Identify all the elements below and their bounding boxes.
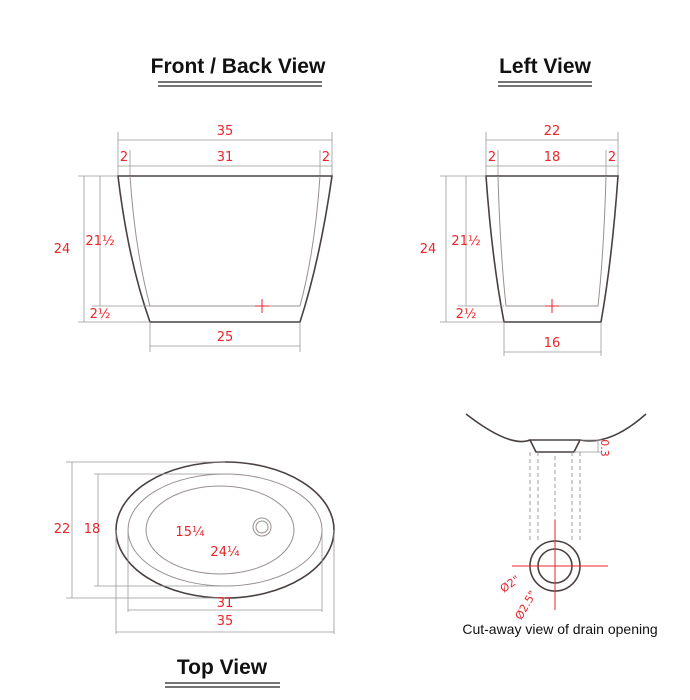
left-bottom-width-label: 16: [544, 336, 561, 351]
top-basin-depth-label: 15¼: [175, 525, 205, 540]
top-outer-rim: [115, 461, 335, 599]
top-inner-length-label: 31: [217, 596, 234, 611]
left-overall-width-label: 22: [544, 124, 561, 139]
top-view-title: Top View: [177, 656, 268, 679]
front-overall-width-label: 35: [217, 124, 234, 139]
front-tub-inner-wall: [129, 175, 321, 307]
top-outer-depth-label: 22: [54, 522, 71, 537]
front-rim-left-label: 2: [120, 150, 128, 165]
drain-bowl-left-curve: [465, 413, 531, 443]
drain-inner-dia-label: Ø2": [498, 573, 522, 596]
front-back-view-title: Front / Back View: [151, 55, 326, 78]
top-inner-depth-label: 18: [84, 522, 101, 537]
front-bottom-width-label: 25: [217, 330, 234, 345]
front-back-view: Front / Back View 35 31 2 2 24 21½ 2½: [54, 55, 333, 352]
drain-caption: Cut-away view of drain opening: [462, 621, 657, 637]
left-view-title: Left View: [499, 55, 591, 78]
top-drain-outer: [252, 517, 272, 537]
left-base-label: 2½: [456, 307, 477, 322]
front-tub-outline: [117, 175, 333, 323]
front-rim-right-label: 2: [322, 150, 330, 165]
drain-outer-dia-label: Ø2.5": [513, 588, 540, 622]
drain-bowl-right-curve: [579, 413, 647, 442]
front-inner-width-label: 31: [217, 150, 234, 165]
top-inner-rim: [127, 473, 323, 587]
left-tub-inner-wall: [497, 175, 607, 307]
left-rim-right-label: 2: [608, 150, 616, 165]
left-inner-height-label: 21½: [451, 234, 480, 249]
left-view: Left View 22 18 2 2 24 21½ 2½ 16: [420, 55, 619, 356]
left-height-label: 24: [420, 242, 437, 257]
left-inner-width-label: 18: [544, 150, 561, 165]
front-base-label: 2½: [90, 307, 111, 322]
drain-depth-label: 0.3: [598, 439, 611, 457]
left-rim-left-label: 2: [488, 150, 496, 165]
top-view: 22 18 15¼ 24¼ 31 35 Top View: [54, 461, 335, 688]
drain-cutaway-view: 0.3 Ø2" Ø2.5" Cut-away view of drain ope…: [462, 413, 658, 637]
top-basin-floor: [145, 485, 295, 575]
front-inner-height-label: 21½: [85, 234, 114, 249]
top-basin-length-label: 24¼: [210, 545, 240, 560]
drain-funnel: [528, 439, 582, 453]
top-drain-inner: [255, 520, 269, 534]
front-height-label: 24: [54, 242, 71, 257]
top-outer-length-label: 35: [217, 614, 234, 629]
